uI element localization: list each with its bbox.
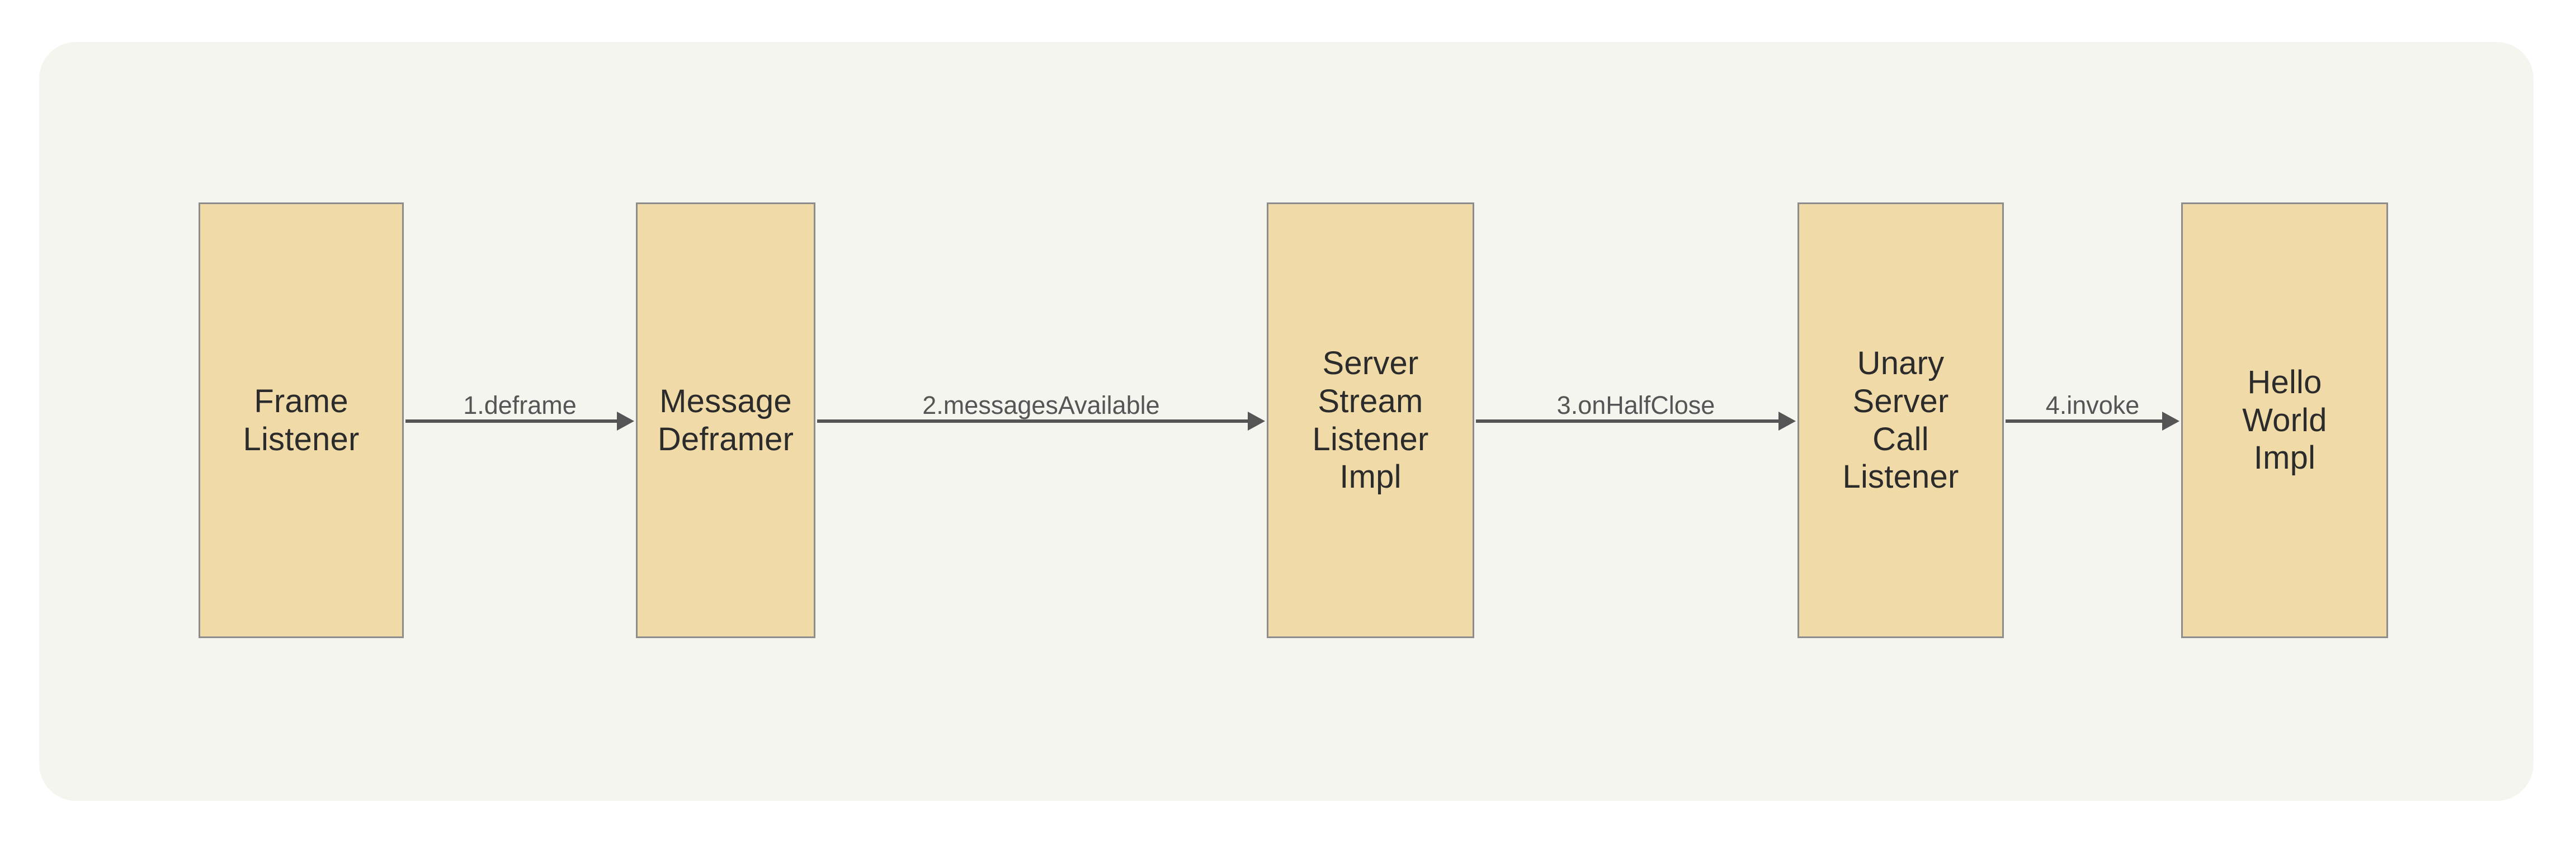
edge-deframe-label: 1.deframe (463, 391, 577, 419)
node-server-stream-listener-impl-label: Server Stream Listener Impl (1312, 345, 1429, 496)
edge-on-half-close-arrow-icon (1476, 412, 1796, 431)
edge-messages-available[interactable]: 2.messagesAvailable (817, 388, 1265, 455)
edge-invoke-arrow-icon (2006, 412, 2179, 431)
edge-invoke[interactable]: 4.invoke (2006, 388, 2179, 455)
edge-on-half-close[interactable]: 3.onHalfClose (1476, 388, 1796, 455)
edge-deframe[interactable]: 1.deframe (405, 388, 634, 455)
node-frame-listener-label: Frame Listener (243, 383, 360, 457)
node-unary-server-call-listener-label: Unary Server Call Listener (1842, 345, 1959, 496)
edge-messages-available-label: 2.messagesAvailable (922, 391, 1160, 419)
node-hello-world-impl[interactable]: Hello World Impl (2181, 202, 2388, 638)
node-message-deframer[interactable]: Message Deframer (636, 202, 815, 638)
node-server-stream-listener-impl[interactable]: Server Stream Listener Impl (1267, 202, 1474, 638)
node-frame-listener[interactable]: Frame Listener (199, 202, 404, 638)
node-hello-world-impl-label: Hello World Impl (2242, 364, 2327, 476)
edge-invoke-label: 4.invoke (2045, 391, 2140, 419)
edge-deframe-arrow-icon (405, 412, 634, 431)
node-unary-server-call-listener[interactable]: Unary Server Call Listener (1797, 202, 2004, 638)
node-message-deframer-label: Message Deframer (657, 383, 794, 457)
edge-on-half-close-label: 3.onHalfClose (1556, 391, 1715, 419)
edge-messages-available-arrow-icon (817, 412, 1265, 431)
